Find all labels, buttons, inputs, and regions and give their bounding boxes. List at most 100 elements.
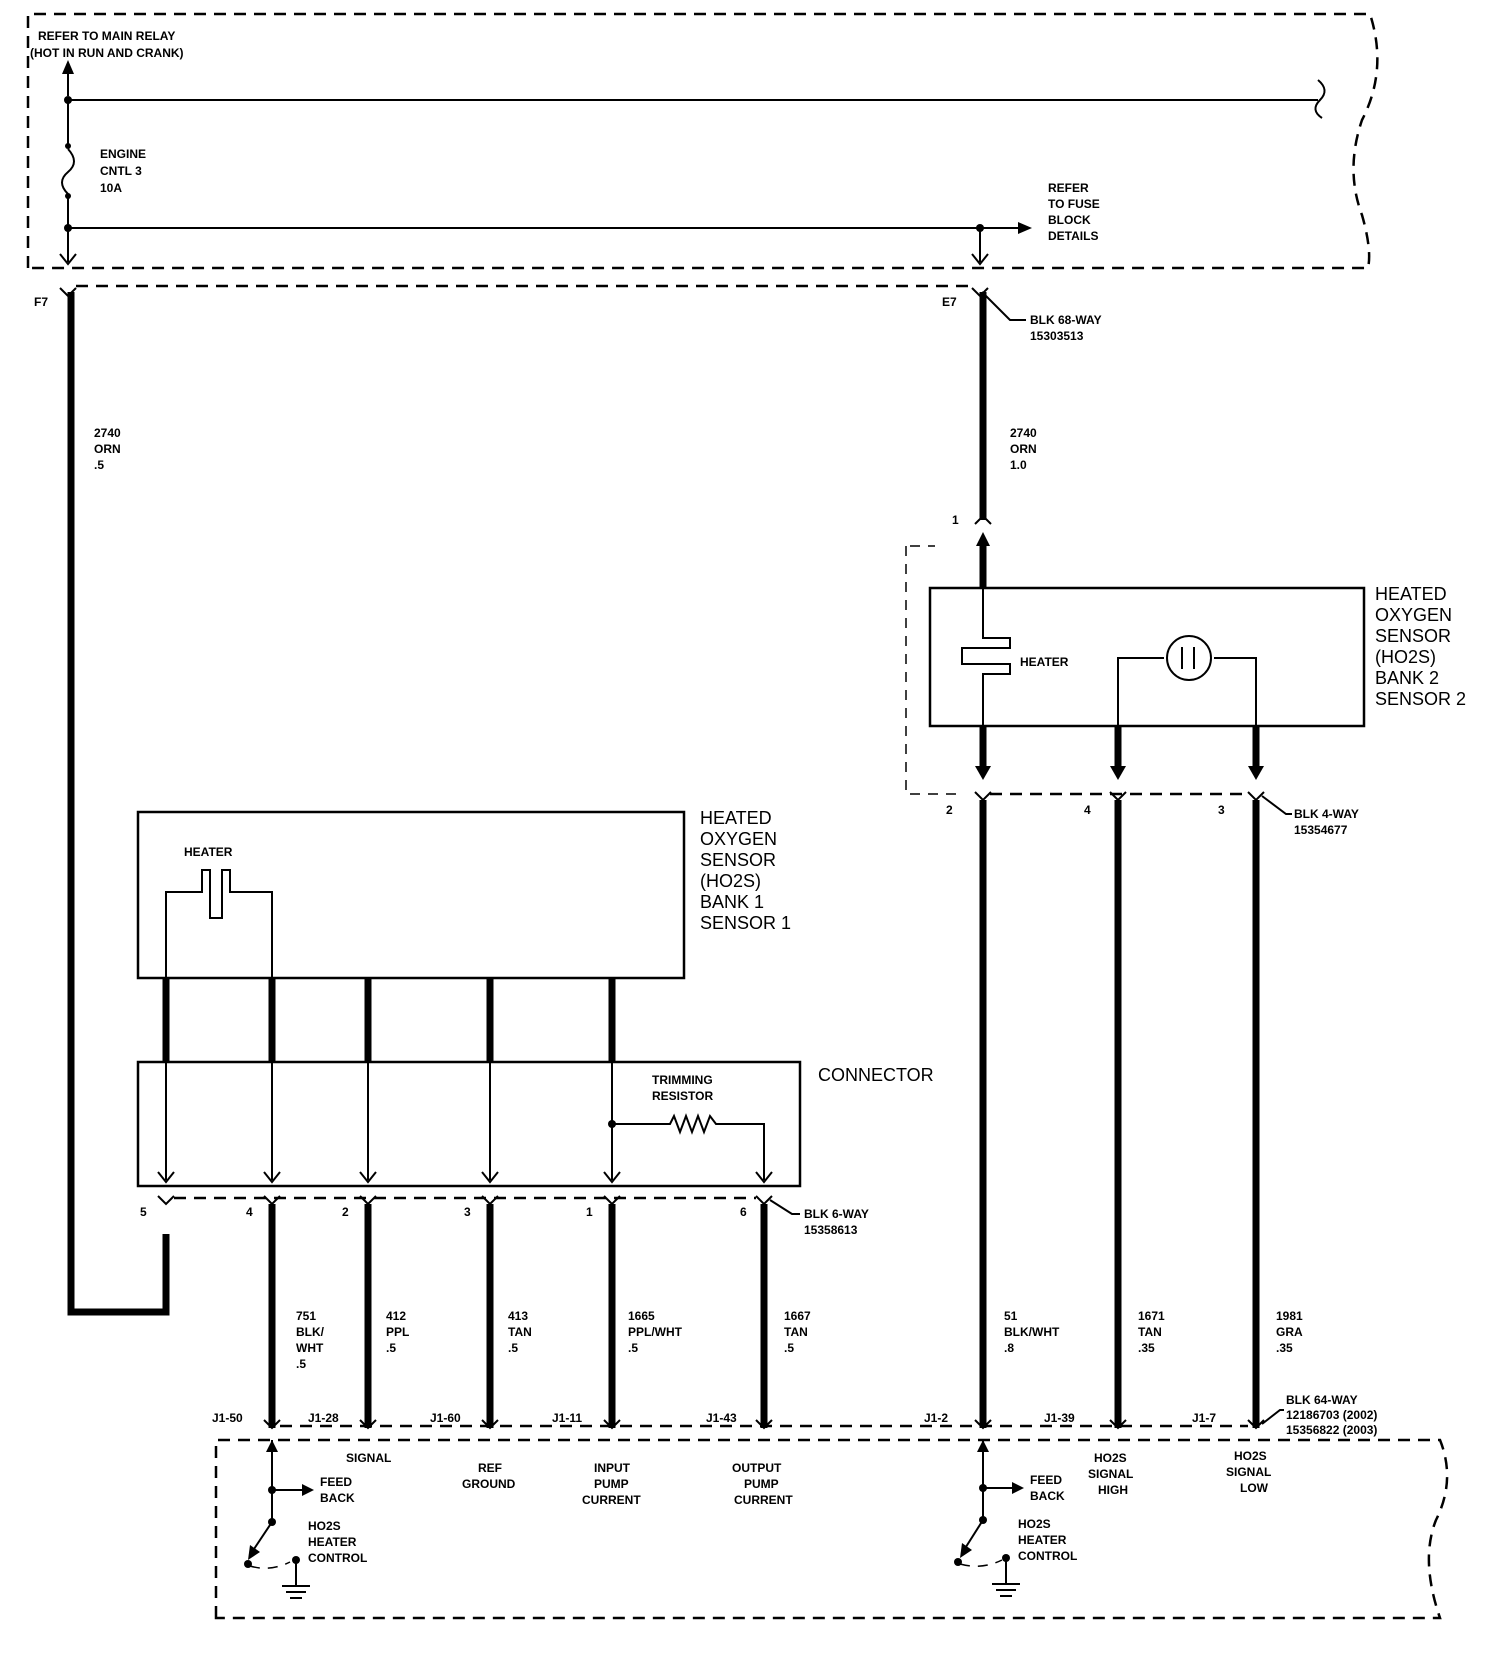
s2-cell-icon (1166, 635, 1212, 681)
fuseblock-label-2: TO FUSE (1048, 197, 1100, 211)
w2740b-num: 2740 (1010, 426, 1037, 440)
switch-arrow (248, 1545, 260, 1560)
w1671-color: TAN (1138, 1325, 1162, 1339)
w1667-size: .5 (784, 1341, 794, 1355)
terminal-fork (603, 1419, 621, 1430)
s1-title-3: SENSOR (700, 850, 776, 870)
pin-f7: F7 (34, 295, 48, 309)
s1-pin-6: 6 (740, 1205, 747, 1219)
connector-leader (1261, 1409, 1284, 1425)
w51-color: BLK/WHT (1004, 1325, 1060, 1339)
fuse-icon (61, 148, 75, 195)
terminal-fork (157, 1195, 175, 1206)
connector-leader (769, 1199, 800, 1215)
s2-title-2: OXYGEN (1375, 605, 1452, 625)
fuseblock-label-1: REFER (1048, 181, 1089, 195)
connector-label: CONNECTOR (818, 1065, 934, 1085)
w412-size: .5 (386, 1341, 396, 1355)
pcm-box-outline (214, 1438, 1449, 1620)
conn64-label-2: 12186703 (2002) (1286, 1408, 1377, 1422)
fuseblock-arrow (1018, 222, 1032, 234)
pcm-ref-1: REF (478, 1461, 502, 1475)
terminal-fork (603, 1195, 621, 1206)
w413-color: TAN (508, 1325, 532, 1339)
terminal-arrow (59, 253, 77, 266)
w1671-size: .35 (1138, 1341, 1155, 1355)
arrow-down (157, 1171, 175, 1184)
pcm-pin-j1-28: J1-28 (308, 1411, 339, 1425)
switch-control-link (249, 1561, 291, 1569)
s1-pin-1: 1 (586, 1205, 593, 1219)
s2-title-5: BANK 2 (1375, 668, 1439, 688)
s1-title-6: SENSOR 1 (700, 913, 791, 933)
feedback-arrow (1012, 1482, 1024, 1494)
s2-pin-4: 4 (1084, 803, 1091, 817)
w51-size: .8 (1004, 1341, 1014, 1355)
feedback-arrow (302, 1484, 314, 1496)
pcm-input-2: PUMP (594, 1477, 629, 1491)
fuseblock-label-3: BLOCK (1048, 213, 1091, 227)
s1-pin-5: 5 (140, 1205, 147, 1219)
w1665-size: .5 (628, 1341, 638, 1355)
s1-pin-3: 3 (464, 1205, 471, 1219)
arrow-down (603, 1171, 621, 1184)
w2740b-color: ORN (1010, 442, 1037, 456)
conn64-label-3: 15356822 (2003) (1286, 1423, 1377, 1437)
conn68-label-2: 15303513 (1030, 329, 1084, 343)
s2-heater-icon (961, 588, 1011, 726)
pcm-pin-j1-11: J1-11 (552, 1411, 582, 1425)
s2-title-6: SENSOR 2 (1375, 689, 1466, 709)
w751-size: .5 (296, 1357, 306, 1371)
fuse-box-outline (26, 12, 1379, 270)
terminal-fork (481, 1195, 499, 1206)
s1-pin-4: 4 (246, 1205, 253, 1219)
w51-num: 51 (1004, 1309, 1018, 1323)
relay-arrow-head (62, 60, 74, 74)
sensor2-body (928, 586, 1366, 728)
s2-title-1: HEATED (1375, 584, 1447, 604)
fuseblock-label-4: DETAILS (1048, 229, 1098, 243)
s2-heater-label: HEATER (1020, 655, 1069, 669)
w751-num: 751 (296, 1309, 316, 1323)
arrow-down (481, 1171, 499, 1184)
w1665-color: PPL/WHT (628, 1325, 683, 1339)
terminal-fork (974, 1419, 992, 1430)
s2-sense-loop (1117, 657, 1257, 726)
pcm-feedback2-2: BACK (1030, 1489, 1065, 1503)
w1667-color: TAN (784, 1325, 808, 1339)
s2-pin-3: 3 (1218, 803, 1225, 817)
pcm-output-2: PUMP (744, 1477, 779, 1491)
pcm-heater-ctrl-1: HO2S (308, 1519, 341, 1533)
arrow-down (755, 1171, 773, 1184)
switch-control-link (959, 1559, 1003, 1567)
w2740b-size: 1.0 (1010, 458, 1027, 472)
terminal-fork (359, 1419, 377, 1430)
pcm-feedback-1: FEED (320, 1475, 352, 1489)
pin-e7: E7 (942, 295, 957, 309)
pcm-output-3: CURRENT (734, 1493, 793, 1507)
sensor1-connector-box (136, 1060, 802, 1188)
conn68-label-1: BLK 68-WAY (1030, 313, 1102, 327)
pcm-heater-ctrl2-3: CONTROL (1018, 1549, 1077, 1563)
conn6-label-1: BLK 6-WAY (804, 1207, 869, 1221)
pcm-pin-j1-7: J1-7 (1192, 1411, 1216, 1425)
switch-blade (251, 1521, 273, 1553)
s2-connector-outline (905, 545, 960, 795)
connector-leader (1261, 795, 1292, 815)
pcm-high-3: HIGH (1098, 1483, 1128, 1497)
pcm-heater-ctrl2-2: HEATER (1018, 1533, 1067, 1547)
w412-num: 412 (386, 1309, 406, 1323)
terminal-fork (481, 1419, 499, 1430)
pcm-low-3: LOW (1240, 1481, 1269, 1495)
arrow-down (975, 766, 991, 780)
w1981-color: GRA (1276, 1325, 1303, 1339)
s2-pin-1: 1 (952, 513, 959, 527)
arrow-down (359, 1171, 377, 1184)
pcm-input-1: INPUT (594, 1461, 631, 1475)
terminal-fork (974, 514, 992, 525)
w412-color: PPL (386, 1325, 409, 1339)
trim-label-1: TRIMMING (652, 1073, 713, 1087)
s2-title-4: (HO2S) (1375, 647, 1436, 667)
s1-title-5: BANK 1 (700, 892, 764, 912)
terminal-fork (755, 1195, 773, 1206)
